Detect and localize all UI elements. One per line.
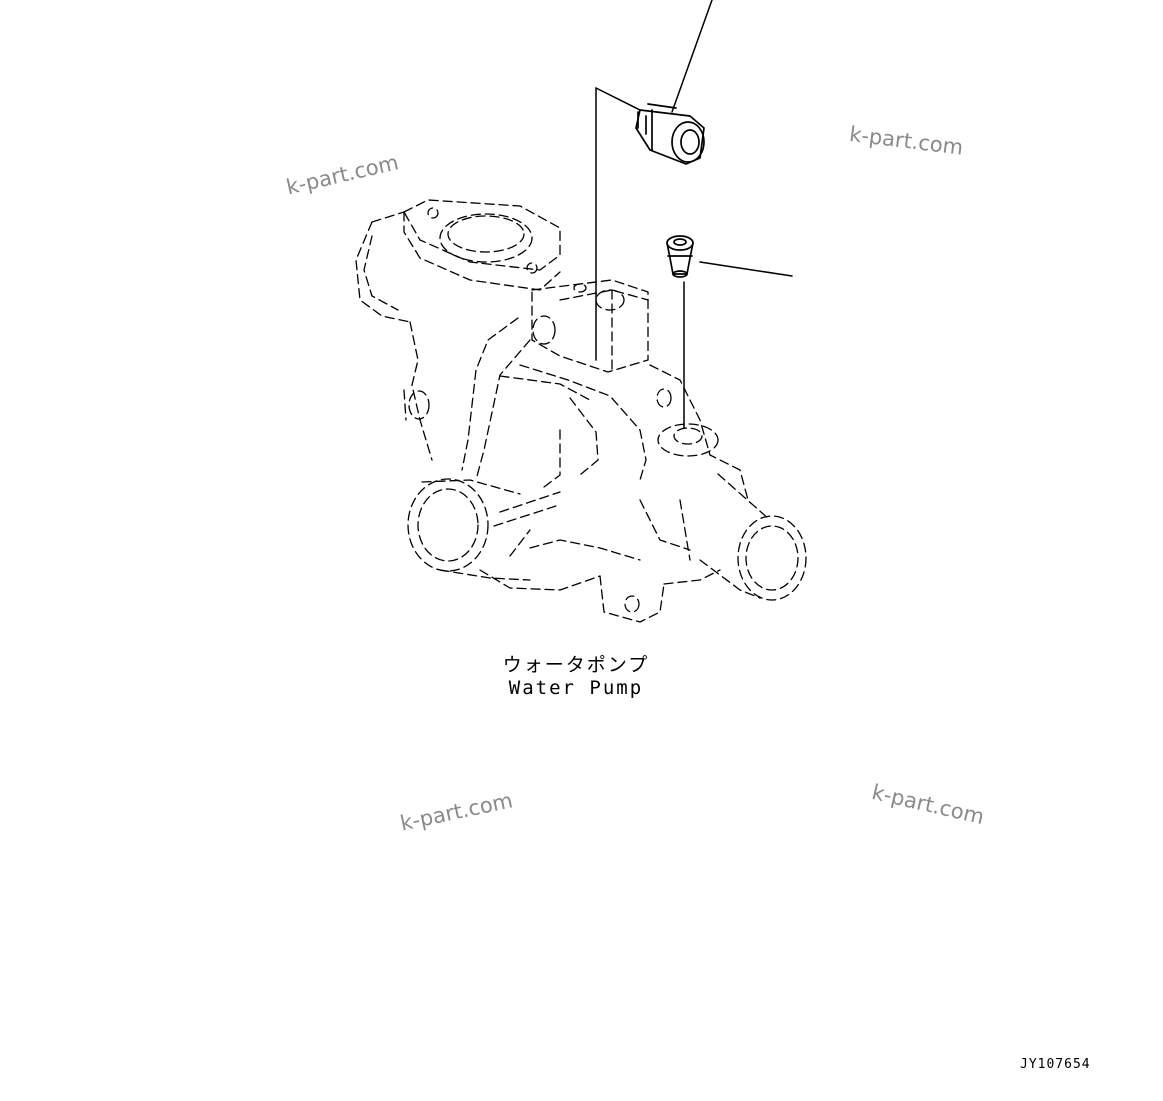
leader-lines (595, 0, 793, 429)
caption-japanese: ウォータポンプ (502, 654, 650, 676)
caption-english: Water Pump (508, 677, 644, 699)
drawing-code: JY107654 (1020, 1057, 1091, 1072)
plug-fitting (635, 103, 705, 165)
pump-housing-outline (355, 199, 807, 623)
taper-plug (666, 235, 694, 278)
